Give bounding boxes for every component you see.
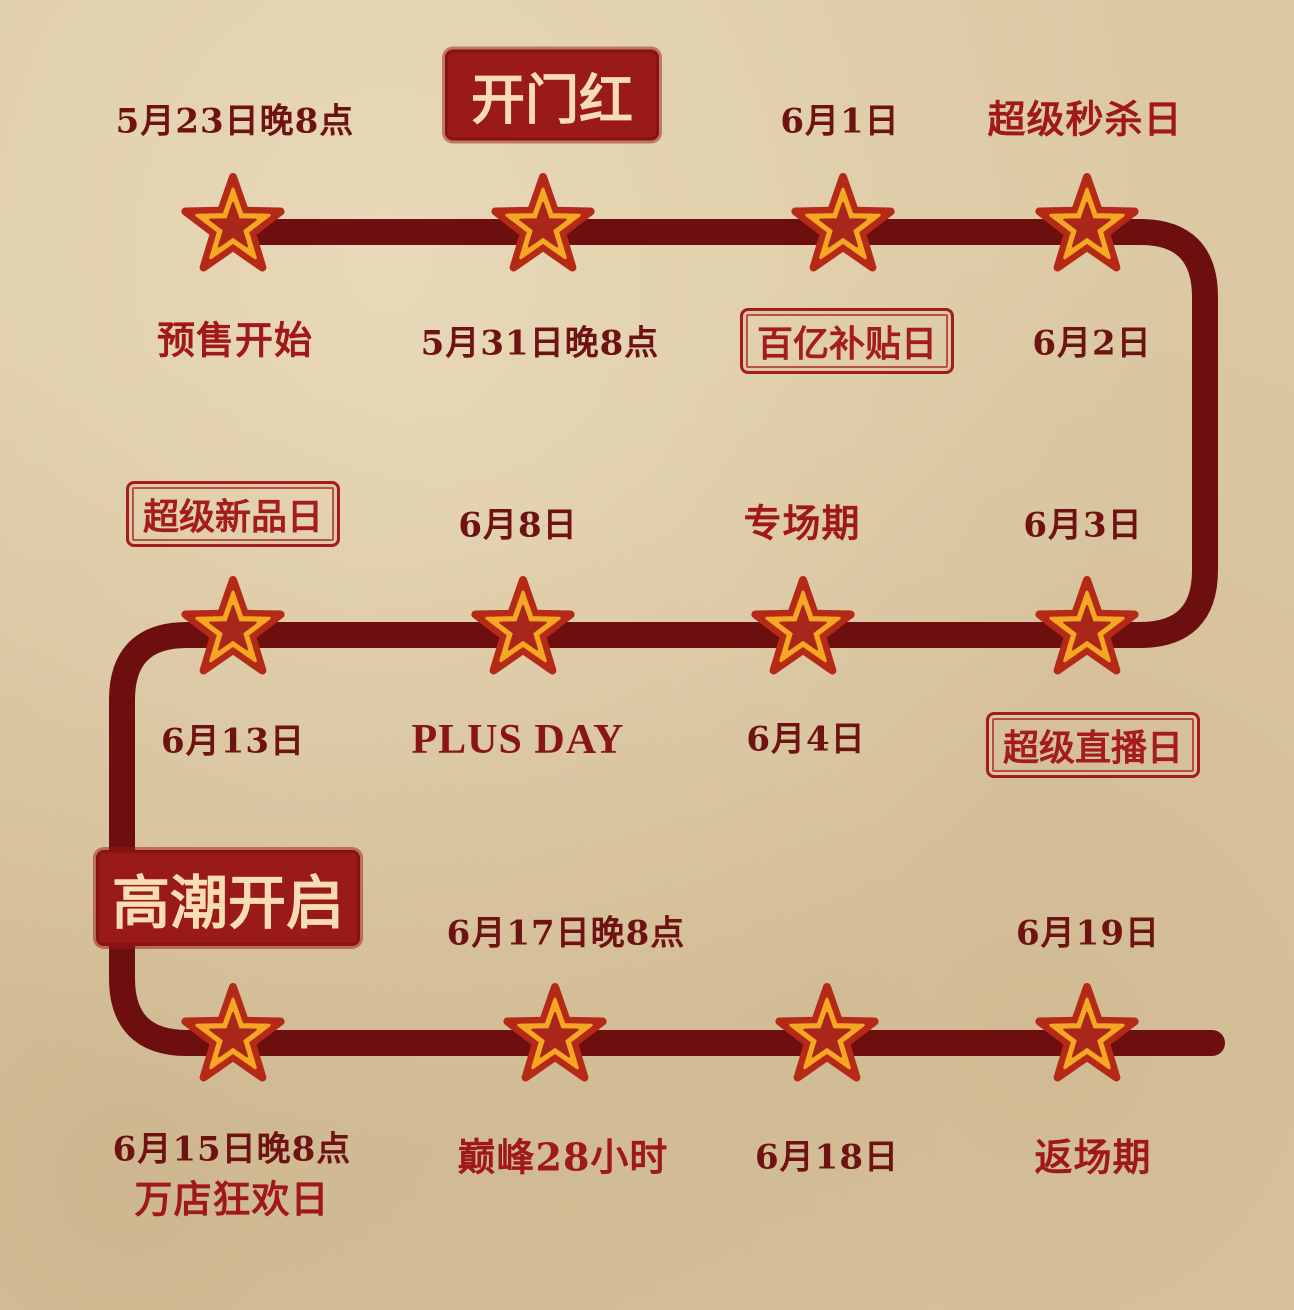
star-icon xyxy=(1033,173,1141,277)
event-label: 万店狂欢日 xyxy=(134,1176,330,1222)
date-label: 6月2日 xyxy=(1032,323,1152,364)
stamp-climax-start: 高潮开启 xyxy=(95,850,361,946)
event-label: PLUS DAY xyxy=(411,717,625,763)
event-label: 返场期 xyxy=(1034,1134,1152,1180)
date-label: 6月3日 xyxy=(1023,505,1143,546)
stamp-subsidy-day: 百亿补贴日 xyxy=(739,308,955,374)
event-label: 专场期 xyxy=(743,500,861,546)
stamp-new-product-day: 超级新品日 xyxy=(125,481,341,547)
date-label: 6月17日晚8点 xyxy=(446,913,686,954)
event-label: 巅峰28小时 xyxy=(457,1134,669,1180)
event-label: 超级秒杀日 xyxy=(987,96,1183,142)
date-label: 6月18日 xyxy=(755,1137,899,1178)
star-icon xyxy=(179,173,287,277)
star-icon xyxy=(179,983,287,1087)
date-label: 5月31日晚8点 xyxy=(420,323,660,364)
star-icon xyxy=(749,576,857,680)
date-label: 6月1日 xyxy=(780,101,900,142)
date-label: 6月8日 xyxy=(458,505,578,546)
date-label: 6月13日 xyxy=(161,721,305,762)
date-label: 5月23日晚8点 xyxy=(115,101,355,142)
stamp-open-red: 开门红 xyxy=(445,49,659,141)
event-label: 预售开始 xyxy=(156,317,314,363)
date-label: 6月4日 xyxy=(746,719,866,760)
star-icon xyxy=(789,173,897,277)
star-icon xyxy=(489,173,597,277)
star-icon xyxy=(469,576,577,680)
date-label: 6月19日 xyxy=(1016,913,1160,954)
stamp-live-day: 超级直播日 xyxy=(985,712,1201,778)
star-icon xyxy=(501,983,609,1087)
star-icon xyxy=(1033,576,1141,680)
star-icon xyxy=(773,983,881,1087)
star-icon xyxy=(179,576,287,680)
date-label: 6月15日晚8点 xyxy=(112,1129,352,1170)
star-icon xyxy=(1033,983,1141,1087)
